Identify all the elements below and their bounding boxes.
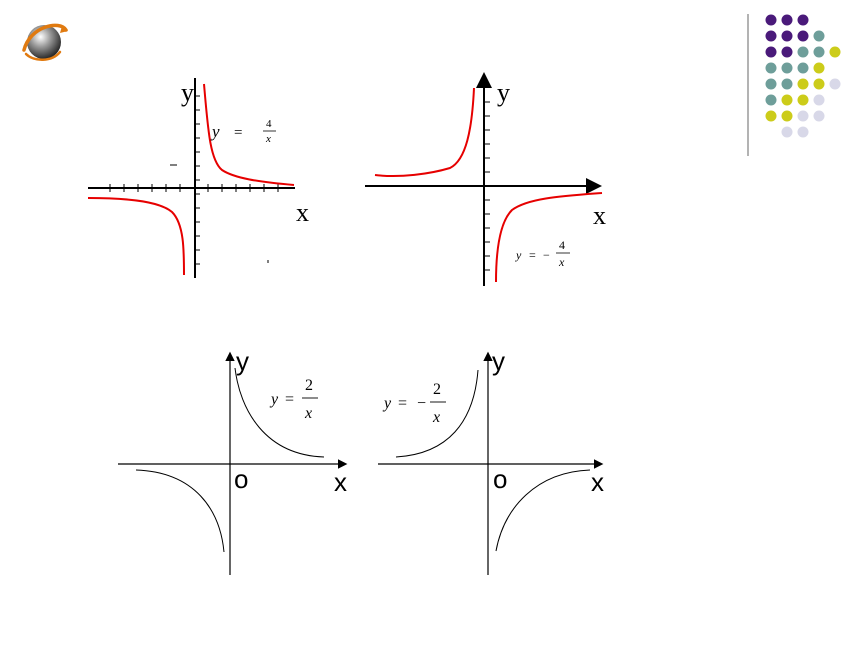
decorative-dot xyxy=(781,46,793,58)
decorative-dot xyxy=(813,30,825,42)
decorative-dot xyxy=(781,78,793,90)
x-axis-label: x xyxy=(296,198,309,227)
svg-text:y: y xyxy=(210,122,220,141)
svg-text:2: 2 xyxy=(433,381,441,398)
hyperbola-branch-q4 xyxy=(495,469,591,552)
decorative-dot xyxy=(765,110,777,122)
hyperbola-branch-q4 xyxy=(495,192,603,283)
svg-text:=: = xyxy=(234,125,242,141)
decorative-dot xyxy=(797,78,809,90)
y-axis-label: y xyxy=(236,346,249,376)
decorative-dot xyxy=(797,110,809,122)
x-axis-label: x xyxy=(591,467,604,497)
graph-pos-2: y o x y = 2 x xyxy=(118,346,348,575)
decorative-dot-grid xyxy=(765,14,841,138)
decorative-dot xyxy=(797,126,809,138)
graph-neg-4: x y y = − 4 x xyxy=(365,72,606,286)
y-axis-ticks xyxy=(484,101,490,271)
origin-label: o xyxy=(234,464,248,494)
decorative-dot xyxy=(765,46,777,58)
decorative-dot xyxy=(797,30,809,42)
decorative-dot xyxy=(829,46,841,58)
decorative-dot xyxy=(813,78,825,90)
svg-text:4: 4 xyxy=(559,238,565,252)
svg-text:4: 4 xyxy=(266,118,272,130)
y-axis-label: y xyxy=(492,346,505,376)
x-axis-label: x xyxy=(593,201,606,230)
decorative-dot xyxy=(765,14,777,26)
decorative-dot xyxy=(781,126,793,138)
hyperbola-branch-q2 xyxy=(374,87,475,178)
decorative-dot xyxy=(813,110,825,122)
decorative-dot xyxy=(797,94,809,106)
decorative-dot xyxy=(781,14,793,26)
y-axis-label: y xyxy=(181,78,194,107)
orbit-sphere-icon xyxy=(22,23,68,61)
y-axis-label: y xyxy=(497,78,510,107)
x-axis-ticks xyxy=(109,184,279,192)
hyperbola-branch-q3 xyxy=(135,469,225,553)
decorative-dot xyxy=(797,46,809,58)
decorative-dot xyxy=(765,78,777,90)
svg-text:=: = xyxy=(398,395,407,412)
origin-label: o xyxy=(493,464,507,494)
svg-text:x: x xyxy=(304,405,312,422)
decorative-dot xyxy=(797,14,809,26)
formula: y = − 2 x xyxy=(382,381,446,426)
svg-text:y: y xyxy=(515,248,522,262)
hyperbola-branch-q1 xyxy=(234,367,325,458)
svg-text:−: − xyxy=(543,248,550,262)
decorative-dot xyxy=(781,62,793,74)
hyperbola-branch-q2 xyxy=(395,369,479,458)
svg-text:−: − xyxy=(417,395,426,412)
svg-text:2: 2 xyxy=(305,377,313,394)
decorative-dot xyxy=(765,94,777,106)
formula: y = 4 x xyxy=(210,118,276,145)
decorative-dot xyxy=(781,94,793,106)
svg-text:=: = xyxy=(529,248,536,262)
svg-text:x: x xyxy=(558,255,565,269)
decorative-dot xyxy=(797,62,809,74)
decorative-dot xyxy=(813,94,825,106)
svg-text:x: x xyxy=(265,133,271,145)
decorative-dot xyxy=(813,46,825,58)
decorative-dot xyxy=(765,30,777,42)
graph-neg-2: y o x y = − 2 x xyxy=(378,346,604,575)
decorative-dot xyxy=(781,110,793,122)
hyperbola-branch-q1 xyxy=(203,83,295,186)
svg-text:y: y xyxy=(269,391,279,408)
hyperbola-branch-q3 xyxy=(87,197,185,276)
y-axis-ticks xyxy=(195,95,200,265)
graph-pos-4: x y y = 4 x xyxy=(87,78,309,278)
svg-text:=: = xyxy=(285,391,294,408)
x-axis-label: x xyxy=(334,467,347,497)
svg-text:x: x xyxy=(432,409,440,426)
formula: y = − 4 x xyxy=(515,238,570,269)
decorative-dot xyxy=(781,30,793,42)
decorative-dot xyxy=(813,62,825,74)
svg-text:y: y xyxy=(382,395,392,412)
formula: y = 2 x xyxy=(269,377,318,422)
decorative-dot xyxy=(765,62,777,74)
decorative-dot xyxy=(829,78,841,90)
